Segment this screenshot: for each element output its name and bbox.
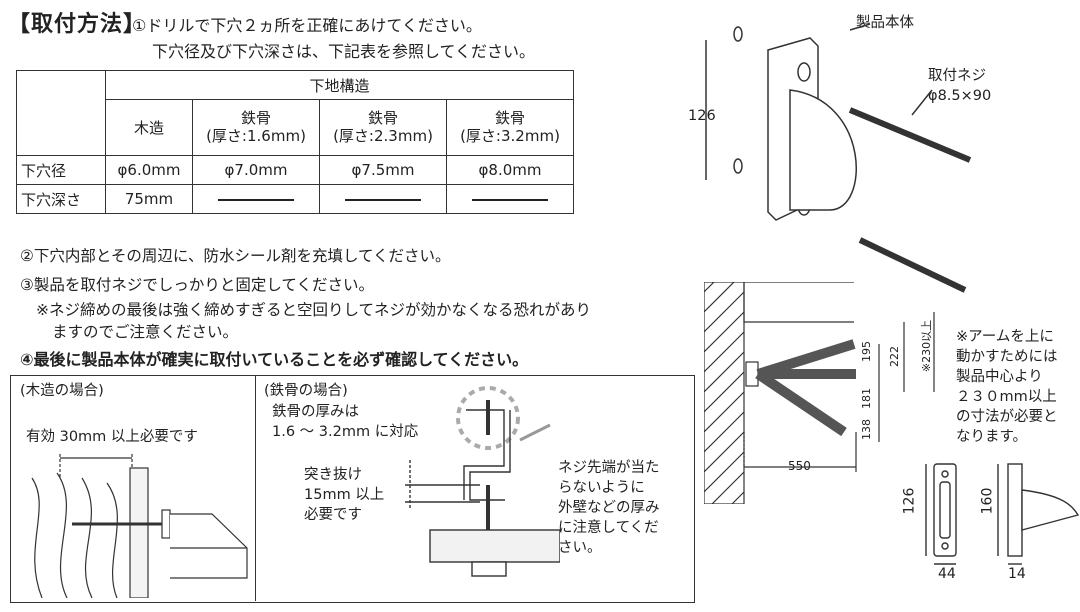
mini-views-diagram: [925, 463, 1080, 565]
arm-range-diagram: [704, 282, 935, 504]
table-corner: [16, 70, 106, 156]
table-cell-empty: [446, 184, 574, 214]
protrude-line1: 突き抜け: [304, 467, 362, 483]
col-header-steel-23: 鉄骨 (厚さ:2.3mm): [319, 99, 447, 156]
steel-diagram: [405, 386, 560, 577]
caution-line: 外壁などの厚み: [558, 500, 660, 516]
caution-note-line2: ますのでご注意ください。: [52, 323, 239, 341]
table-cell: φ7.5mm: [319, 155, 447, 185]
col-header-steel-32: 鉄骨 (厚さ:3.2mm): [446, 99, 574, 156]
caution-line: さい。: [558, 540, 602, 556]
table-row: 下穴径 φ6.0mm φ7.0mm φ7.5mm φ8.0mm: [16, 155, 574, 185]
table-cell: φ6.0mm: [105, 155, 193, 185]
row-label: 下穴径: [16, 155, 106, 185]
bracket-diagram: [705, 23, 972, 293]
caution-line: ネジ先端が当た: [558, 460, 660, 476]
arm-note-line: ※アームを上に: [956, 329, 1054, 345]
table-cell: φ8.0mm: [446, 155, 574, 185]
arm-note-line: なります。: [956, 429, 1028, 445]
col-sub: (厚さ:2.3mm): [333, 126, 433, 145]
table-cell-empty: [192, 184, 320, 214]
col-title: 鉄骨: [494, 109, 525, 128]
arm-note-line: ２３０mm以上: [956, 389, 1057, 405]
wood-case-title: (木造の場合): [20, 383, 104, 399]
step1-text: ①ドリルで下穴２ヵ所を正確にあけてください。: [132, 16, 482, 35]
table-cell-empty: [319, 184, 447, 214]
table-group-header: 下地構造: [105, 70, 574, 100]
side-width-dim: 14: [1008, 566, 1026, 582]
col-sub: (厚さ:1.6mm): [206, 126, 306, 145]
dim-550: 550: [788, 459, 811, 473]
col-header-steel-16: 鉄骨 (厚さ:1.6mm): [192, 99, 320, 156]
arm-note-line: 動かすためには: [956, 349, 1058, 365]
spec-table: 下地構造 木造 鉄骨 (厚さ:1.6mm) 鉄骨 (厚さ:2.3mm) 鉄骨 (…: [16, 70, 574, 214]
screw-label-line2: φ8.5×90: [928, 88, 992, 104]
col-title: 鉄骨: [367, 109, 398, 128]
screw-label-line1: 取付ネジ: [928, 68, 986, 84]
caution-note-line1: ※ネジ締めの最後は強く締めすぎると空回りしてネジが効かなくなる恐れがあり: [36, 301, 592, 319]
col-title: 鉄骨: [240, 109, 271, 128]
arm-note-line: 製品中心より: [956, 369, 1043, 385]
body-label: 製品本体: [856, 15, 914, 31]
col-sub: (厚さ:3.2mm): [460, 126, 560, 145]
steel-thickness-line1: 鉄骨の厚みは: [272, 404, 359, 420]
table-cell: 75mm: [105, 184, 193, 214]
case-divider: [255, 375, 256, 601]
step2-text: ②下穴内部とその周辺に、防水シール剤を充填してください。: [20, 247, 451, 265]
wood-requirement: 有効 30mm 以上必要です: [26, 429, 198, 445]
steel-thickness-line2: 1.6 ～ 3.2mm に対応: [272, 424, 419, 440]
step1-subtext: 下穴径及び下穴深さは、下記表を参照してください。: [152, 42, 536, 61]
steel-case-title: (鉄骨の場合): [264, 383, 348, 399]
step4-text: ④最後に製品本体が確実に取付いていることを必ず確認してください。: [20, 350, 529, 369]
caution-line: に注意してくだ: [558, 520, 659, 536]
case-box: [10, 375, 695, 603]
caution-line: らないように: [558, 480, 645, 496]
row-label: 下穴深さ: [16, 184, 106, 214]
step3-text: ③製品を取付ネジでしっかりと固定してください。: [20, 276, 374, 294]
section-title: 【取付方法】: [8, 12, 147, 37]
protrude-line3: 必要です: [304, 507, 362, 523]
front-width-dim: 44: [938, 566, 956, 582]
protrude-line2: 15mm 以上: [304, 487, 385, 503]
arm-note-line: の寸法が必要と: [956, 409, 1058, 425]
wood-diagram: [31, 454, 248, 598]
hole-pitch-dim: 126: [688, 108, 716, 124]
col-header-wood: 木造: [105, 99, 193, 156]
table-cell: φ7.0mm: [192, 155, 320, 185]
table-row: 下穴深さ 75mm: [16, 184, 574, 214]
